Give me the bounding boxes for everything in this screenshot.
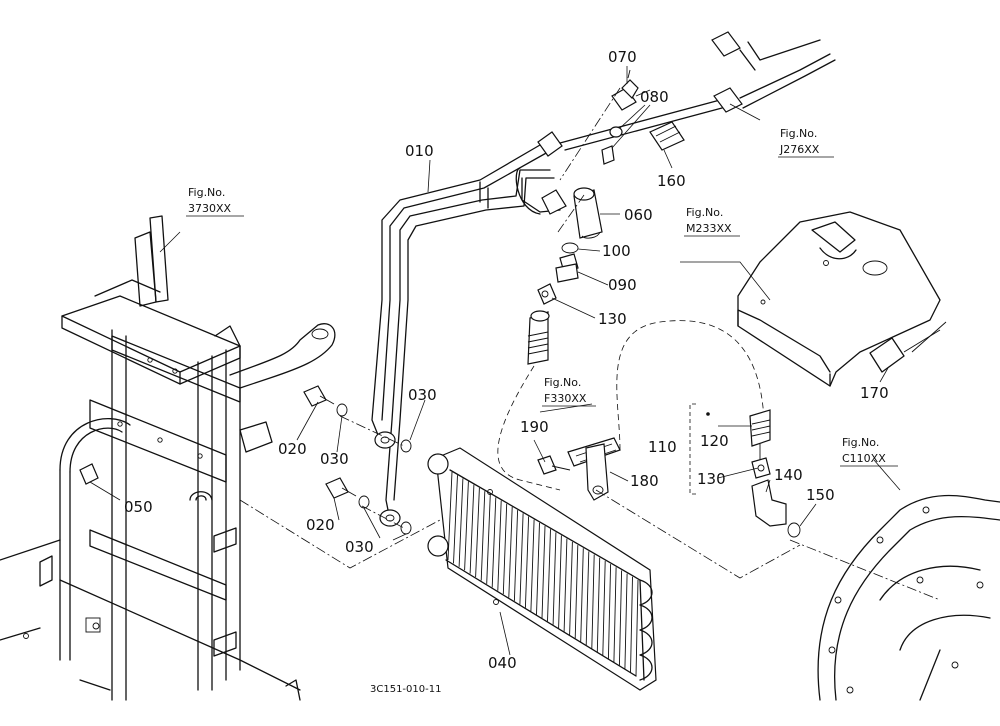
svg-text:3730XX: 3730XX [188,202,232,215]
transmission-housing [817,494,1000,701]
callout-150[interactable]: 150 [806,486,835,504]
callout-090[interactable]: 090 [608,276,637,294]
fitting-parts [497,69,765,491]
callout-180[interactable]: 180 [630,472,659,490]
svg-text:Fig.No.: Fig.No. [188,186,225,199]
svg-text:Fig.No.: Fig.No. [780,127,817,140]
oil-pipe-010 [371,31,836,527]
callout-140[interactable]: 140 [774,466,803,484]
hose-assembly-110 [689,403,801,538]
callout-170[interactable]: 170 [860,384,889,402]
callout-160[interactable]: 160 [657,172,686,190]
frame-structure [0,215,336,701]
figref-f330[interactable]: Fig.No. F330XX [542,376,596,407]
callout-130-upper[interactable]: 130 [598,310,627,328]
callout-190[interactable]: 190 [520,418,549,436]
callout-020-upper[interactable]: 020 [278,440,307,458]
callouts: 010 070 080 160 060 100 090 130 020 030 … [124,48,889,672]
svg-text:Fig.No.: Fig.No. [842,436,879,449]
callout-130-lower[interactable]: 130 [697,470,726,488]
figref-j276[interactable]: Fig.No. J276XX [778,127,834,158]
callout-050[interactable]: 050 [124,498,153,516]
callout-120[interactable]: 120 [700,432,729,450]
callout-080[interactable]: 080 [640,88,669,106]
callout-070[interactable]: 070 [608,48,637,66]
callout-030-upper-left[interactable]: 030 [320,450,349,468]
floor-panel [737,211,947,387]
callout-020-lower[interactable]: 020 [306,516,335,534]
drawing-code: 3C151-010-11 [370,684,441,695]
leader-lines [89,66,901,656]
figure-references: Fig.No. 3730XX Fig.No. J276XX Fig.No. M2… [186,127,898,467]
svg-text:F330XX: F330XX [544,392,587,405]
svg-text:M233XX: M233XX [686,222,732,235]
svg-text:Fig.No.: Fig.No. [686,206,723,219]
svg-text:C110XX: C110XX [842,452,886,465]
assembly-lines [239,87,941,601]
svg-text:Fig.No.: Fig.No. [544,376,581,389]
oil-cooler-040 [79,447,657,691]
svg-text:J276XX: J276XX [779,143,820,156]
callout-110[interactable]: 110 [648,438,677,456]
callout-100[interactable]: 100 [602,242,631,260]
callout-040[interactable]: 040 [488,654,517,672]
callout-030-lower[interactable]: 030 [345,538,374,556]
hose-bracket-180 [537,437,621,501]
callout-010[interactable]: 010 [405,142,434,160]
callout-030-upper-right[interactable]: 030 [408,386,437,404]
figref-m233[interactable]: Fig.No. M233XX [684,206,740,237]
callout-060[interactable]: 060 [624,206,653,224]
figref-c110[interactable]: Fig.No. C110XX [840,436,898,467]
figref-3730[interactable]: Fig.No. 3730XX [186,186,244,217]
